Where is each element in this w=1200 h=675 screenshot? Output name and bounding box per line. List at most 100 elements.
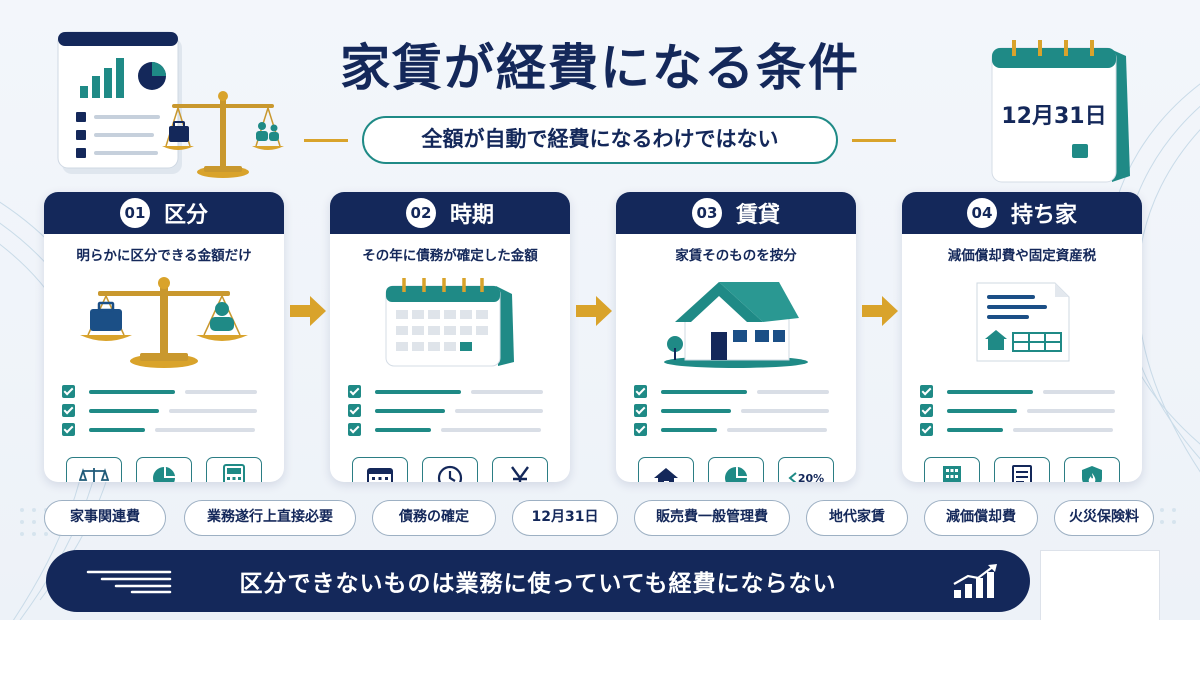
house-illustration-icon — [664, 282, 808, 368]
tag-item: 地代家賃 — [806, 500, 908, 536]
card-title: 区分 — [163, 203, 208, 228]
checkbox-icon — [348, 423, 361, 436]
checkbox-icon — [920, 385, 933, 398]
report-document-illustration — [57, 31, 182, 174]
calendar-illustration-icon — [385, 278, 514, 367]
keyword-tags: 家事関連費 業務遂行上直接必要 債務の確定 12月31日 販売費一般管理費 地代… — [44, 500, 1156, 536]
house-icon — [638, 457, 694, 482]
card-header: 01 区分 — [44, 192, 284, 234]
check-row — [348, 382, 552, 401]
card-04-owned-home: 04 持ち家 減価償却費や固定資産税 — [902, 192, 1142, 482]
blank-panel — [1040, 550, 1160, 620]
split-arrow-icon — [788, 472, 797, 482]
scale-icon — [66, 457, 122, 482]
card-title: 時期 — [449, 203, 494, 228]
subtitle-divider-left — [304, 139, 348, 142]
card-description: 明らかに区分できる金額だけ — [76, 248, 252, 264]
check-row — [62, 420, 266, 439]
tag-item: 債務の確定 — [372, 500, 496, 536]
card-number: 01 — [119, 198, 150, 228]
calculator-icon — [206, 457, 262, 482]
checkbox-icon — [62, 385, 75, 398]
checkbox-icon — [920, 423, 933, 436]
tag-item: 販売費一般管理費 — [634, 500, 790, 536]
clock-icon — [422, 457, 478, 482]
tax-document-illustration-icon — [976, 282, 1070, 362]
tag-item: 業務遂行上直接必要 — [184, 500, 356, 536]
icon-row: 20% — [616, 457, 856, 482]
fire-shield-icon — [1064, 457, 1120, 482]
arrow-right-icon — [576, 296, 612, 326]
check-row — [634, 401, 838, 420]
percent-badge: 20% — [778, 457, 834, 482]
card-description: 家賃そのものを按分 — [675, 248, 797, 264]
check-row — [634, 382, 838, 401]
card-description: 減価償却費や固定資産税 — [947, 248, 1097, 264]
icon-row — [330, 457, 570, 482]
card-02-timing: 02 時期 その年に債務が確定した金額 — [330, 192, 570, 482]
infographic-canvas: 家賃が経費になる条件 全額が自動で経費になるわけではない — [0, 0, 1200, 620]
card-number: 04 — [966, 198, 997, 228]
checkbox-icon — [634, 404, 647, 417]
card-illustration — [330, 266, 570, 378]
checklist — [902, 382, 1142, 439]
card-header: 02 時期 — [330, 192, 570, 234]
tag-item: 家事関連費 — [44, 500, 166, 536]
document-icon — [994, 457, 1050, 482]
subtitle-pill: 全額が自動で経費になるわけではない — [362, 116, 838, 164]
page-title: 家賃が経費になる条件 — [340, 39, 860, 97]
tag-item: 減価償却費 — [924, 500, 1038, 536]
checkbox-icon — [920, 404, 933, 417]
card-illustration — [616, 266, 856, 378]
card-illustration — [44, 266, 284, 378]
card-illustration — [902, 266, 1142, 378]
checklist — [616, 382, 856, 439]
card-number: 02 — [405, 198, 436, 228]
percent-label: 20% — [797, 471, 825, 483]
icon-row — [902, 457, 1142, 482]
card-title: 持ち家 — [1010, 203, 1077, 228]
card-01-division: 01 区分 明らかに区分できる金額だけ — [44, 192, 284, 482]
balance-scale-illustration — [162, 91, 284, 178]
card-03-rental: 03 賃貸 家賃そのものを按分 — [616, 192, 856, 482]
arrow-right-icon — [862, 296, 898, 326]
balance-scale-icon — [80, 277, 248, 368]
pie-chart-icon — [708, 457, 764, 482]
check-row — [920, 420, 1124, 439]
checkbox-icon — [62, 404, 75, 417]
checkbox-icon — [634, 423, 647, 436]
tag-item: 火災保険料 — [1054, 500, 1154, 536]
check-row — [348, 420, 552, 439]
speed-lines-icon — [86, 570, 172, 594]
checklist — [330, 382, 570, 439]
card-description: その年に債務が確定した金額 — [362, 248, 538, 264]
conclusion-banner: 区分できないものは業務に使っていても経費にならない — [46, 550, 1030, 612]
check-row — [920, 401, 1124, 420]
subtitle-group: 全額が自動で経費になるわけではない — [300, 116, 900, 164]
building-icon — [924, 457, 980, 482]
check-row — [634, 420, 838, 439]
check-row — [62, 401, 266, 420]
checkbox-icon — [62, 423, 75, 436]
check-row — [920, 382, 1124, 401]
subtitle-divider-right — [852, 139, 896, 142]
growth-chart-icon — [953, 564, 997, 598]
arrow-right-icon — [290, 296, 326, 326]
checklist — [44, 382, 284, 439]
check-row — [348, 401, 552, 420]
icon-row — [44, 457, 284, 482]
check-row — [62, 382, 266, 401]
card-title: 賃貸 — [735, 203, 780, 228]
card-header: 04 持ち家 — [902, 192, 1142, 234]
tag-item: 12月31日 — [512, 500, 618, 536]
checkbox-icon — [348, 404, 361, 417]
pie-chart-icon — [136, 457, 192, 482]
card-header: 03 賃貸 — [616, 192, 856, 234]
banner-text: 区分できないものは業務に使っていても経費にならない — [239, 571, 837, 597]
yen-icon — [492, 457, 548, 482]
checkbox-icon — [634, 385, 647, 398]
checkbox-icon — [348, 385, 361, 398]
calendar-date-label: 12月31日 — [1001, 104, 1107, 129]
card-number: 03 — [691, 198, 722, 228]
calendar-icon — [352, 457, 408, 482]
